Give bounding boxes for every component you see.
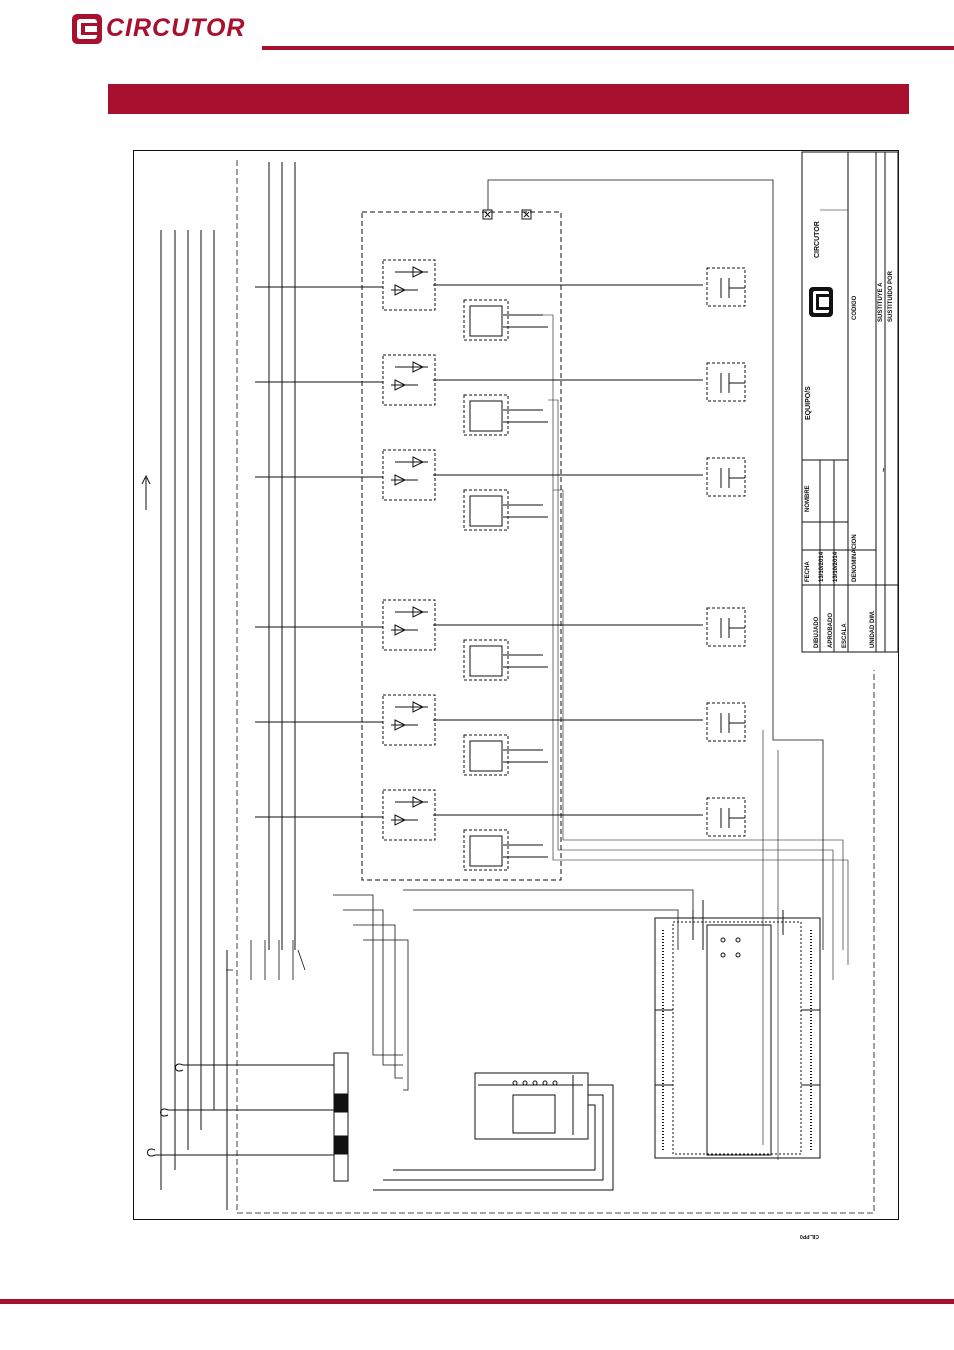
circutor-logo-icon	[72, 14, 102, 44]
sustituido-label: SUSTITUIDO POR	[888, 270, 894, 322]
unidad-label: UNIDAD DIM.	[870, 610, 876, 648]
equipos-label: EQUIPO/S	[805, 386, 812, 420]
denominacion-label: DENOMINACION	[852, 534, 858, 582]
dibujado-label: DIBUJADO	[814, 616, 820, 648]
escala-label: ESCALA	[842, 623, 848, 648]
fecha-dibujado: 13/10/2014	[819, 551, 825, 582]
nombre-label: NOMBRE	[805, 485, 811, 512]
title-bar	[108, 84, 909, 114]
expansion-module	[654, 900, 821, 1159]
codigo-label: CODIGO	[852, 295, 858, 320]
fecha-label: FECHA	[805, 561, 811, 582]
brand-name: CIRCUTOR	[106, 14, 246, 42]
header-rule	[262, 46, 954, 50]
capacitor-stages	[255, 259, 746, 871]
footer-rule	[0, 1299, 954, 1304]
circutor-logo: CIRCUTOR	[70, 12, 260, 46]
wiring-diagram: CIRCUTOR DIBUJADO APROBADO ESCALA UNIDAD…	[133, 150, 899, 1220]
title-block-brand: CIRCUTOR	[814, 221, 821, 258]
schematic-svg	[133, 150, 899, 1220]
title-block	[801, 151, 899, 653]
title-block-logo-icon	[809, 287, 833, 317]
power-factor-regulator	[373, 1072, 614, 1191]
drawing-code: CIL.PP0	[800, 1233, 819, 1239]
fecha-aprobado: 13/10/2014	[833, 551, 839, 582]
terminal-strip	[147, 1052, 349, 1182]
tilde-symbol: ~	[881, 467, 888, 472]
aprobado-label: APROBADO	[828, 612, 834, 648]
sustituye-label: SUSTITUYE A	[878, 282, 884, 322]
